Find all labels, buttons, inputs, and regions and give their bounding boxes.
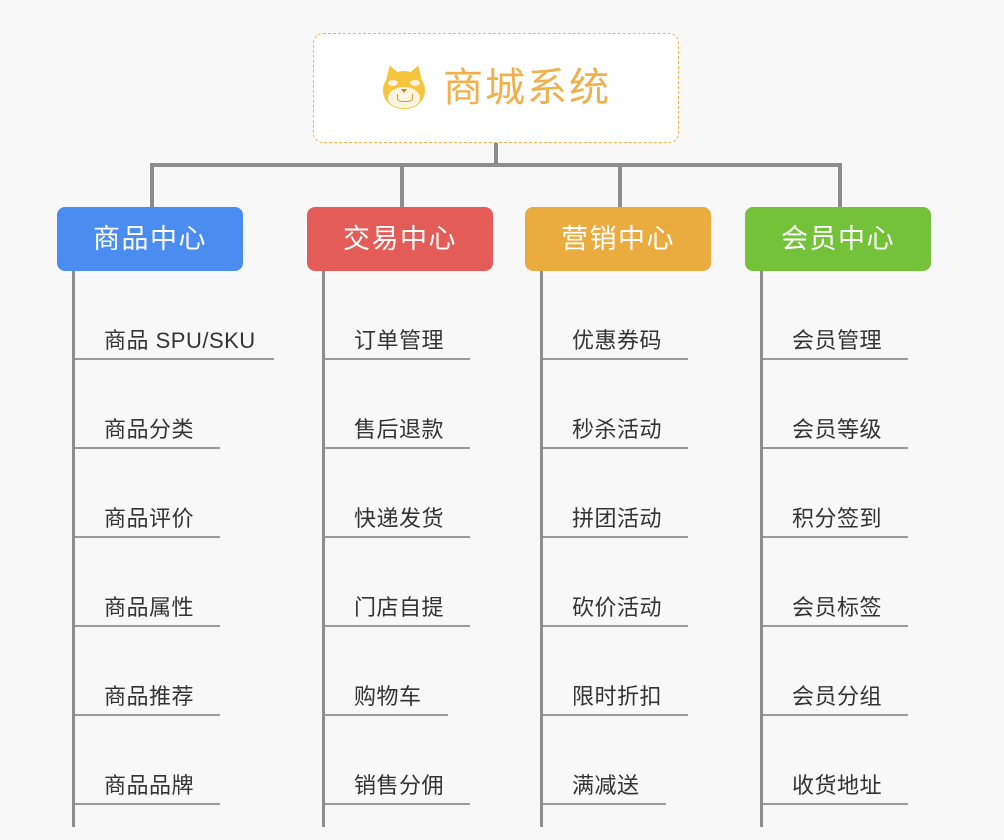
leaf-label: 商品分类 xyxy=(104,417,195,442)
root-title: 商城系统 xyxy=(443,66,611,110)
leaf-item[interactable]: 订单管理 xyxy=(307,271,493,360)
leaf-label: 拼团活动 xyxy=(572,506,663,531)
leaf-label: 售后退款 xyxy=(354,417,445,442)
leaf-item[interactable]: 购物车 xyxy=(307,627,493,716)
leaf-item[interactable]: 售后退款 xyxy=(307,360,493,449)
connector-drop-3 xyxy=(618,163,622,207)
branch-trunk-member-center xyxy=(760,271,763,827)
leaf-item[interactable]: 收货地址 xyxy=(745,716,931,805)
leaf-item[interactable]: 商品评价 xyxy=(57,449,243,538)
branch-header-marketing-center[interactable]: 营销中心 xyxy=(525,207,711,271)
leaf-label: 商品属性 xyxy=(104,595,195,620)
branch-column-trade-center: 交易中心 订单管理 售后退款 快递发货 门店自提 购物车 销售分佣 xyxy=(307,207,493,805)
leaf-list-product-center: 商品 SPU/SKU 商品分类 商品评价 商品属性 商品推荐 商品品牌 xyxy=(57,271,274,805)
leaf-item[interactable]: 砍价活动 xyxy=(525,538,711,627)
leaf-label: 秒杀活动 xyxy=(572,417,663,442)
leaf-item[interactable]: 商品 SPU/SKU xyxy=(57,271,274,360)
shiba-inu-dog-face-icon xyxy=(381,62,427,111)
leaf-label: 积分签到 xyxy=(792,506,883,531)
leaf-label: 砍价活动 xyxy=(572,595,663,620)
leaf-label: 商品评价 xyxy=(104,506,195,531)
branch-column-marketing-center: 营销中心 优惠券码 秒杀活动 拼团活动 砍价活动 限时折扣 满减送 xyxy=(525,207,711,805)
leaf-item[interactable]: 快递发货 xyxy=(307,449,493,538)
leaf-item[interactable]: 会员等级 xyxy=(745,360,931,449)
branch-trunk-marketing-center xyxy=(540,271,543,827)
leaf-label: 商品品牌 xyxy=(104,773,195,798)
leaf-item[interactable]: 拼团活动 xyxy=(525,449,711,538)
leaf-item[interactable]: 会员管理 xyxy=(745,271,931,360)
connector-horizontal-bus xyxy=(150,163,840,167)
leaf-label: 收货地址 xyxy=(792,773,883,798)
leaf-label: 限时折扣 xyxy=(572,684,663,709)
leaf-item[interactable]: 商品属性 xyxy=(57,538,243,627)
leaf-item[interactable]: 商品推荐 xyxy=(57,627,243,716)
leaf-item[interactable]: 限时折扣 xyxy=(525,627,711,716)
leaf-list-marketing-center: 优惠券码 秒杀活动 拼团活动 砍价活动 限时折扣 满减送 xyxy=(525,271,711,805)
leaf-list-member-center: 会员管理 会员等级 积分签到 会员标签 会员分组 收货地址 xyxy=(745,271,931,805)
leaf-label: 销售分佣 xyxy=(354,773,445,798)
branch-column-product-center: 商品中心 商品 SPU/SKU 商品分类 商品评价 商品属性 商品推荐 商品品牌 xyxy=(57,207,274,805)
connector-drop-4 xyxy=(838,163,842,207)
branch-header-product-center[interactable]: 商品中心 xyxy=(57,207,243,271)
leaf-label: 门店自提 xyxy=(354,595,445,620)
branch-trunk-trade-center xyxy=(322,271,325,827)
branch-trunk-product-center xyxy=(72,271,75,827)
leaf-list-trade-center: 订单管理 售后退款 快递发货 门店自提 购物车 销售分佣 xyxy=(307,271,493,805)
leaf-label: 购物车 xyxy=(354,684,422,709)
leaf-label: 会员标签 xyxy=(792,595,883,620)
root-node[interactable]: 商城系统 xyxy=(313,33,679,143)
branch-header-label: 会员中心 xyxy=(781,223,895,254)
leaf-label: 满减送 xyxy=(572,773,640,798)
connector-drop-1 xyxy=(150,163,154,207)
leaf-item[interactable]: 优惠券码 xyxy=(525,271,711,360)
branch-header-trade-center[interactable]: 交易中心 xyxy=(307,207,493,271)
leaf-label: 优惠券码 xyxy=(572,328,663,353)
branch-header-label: 交易中心 xyxy=(343,223,457,254)
leaf-item[interactable]: 销售分佣 xyxy=(307,716,493,805)
leaf-label: 会员等级 xyxy=(792,417,883,442)
leaf-item[interactable]: 秒杀活动 xyxy=(525,360,711,449)
branch-header-member-center[interactable]: 会员中心 xyxy=(745,207,931,271)
leaf-item[interactable]: 商品分类 xyxy=(57,360,243,449)
leaf-label: 会员分组 xyxy=(792,684,883,709)
leaf-item[interactable]: 会员分组 xyxy=(745,627,931,716)
branch-header-label: 商品中心 xyxy=(93,223,207,254)
leaf-item[interactable]: 门店自提 xyxy=(307,538,493,627)
connector-root-stem xyxy=(494,143,498,165)
leaf-label: 快递发货 xyxy=(354,506,445,531)
branch-header-label: 营销中心 xyxy=(561,223,675,254)
leaf-label: 订单管理 xyxy=(354,328,445,353)
leaf-item[interactable]: 满减送 xyxy=(525,716,711,805)
leaf-item[interactable]: 积分签到 xyxy=(745,449,931,538)
leaf-item[interactable]: 会员标签 xyxy=(745,538,931,627)
leaf-label: 商品推荐 xyxy=(104,684,195,709)
connector-drop-2 xyxy=(400,163,404,207)
branch-column-member-center: 会员中心 会员管理 会员等级 积分签到 会员标签 会员分组 收货地址 xyxy=(745,207,931,805)
leaf-label: 会员管理 xyxy=(792,328,883,353)
leaf-label: 商品 SPU/SKU xyxy=(104,328,256,353)
leaf-item[interactable]: 商品品牌 xyxy=(57,716,243,805)
